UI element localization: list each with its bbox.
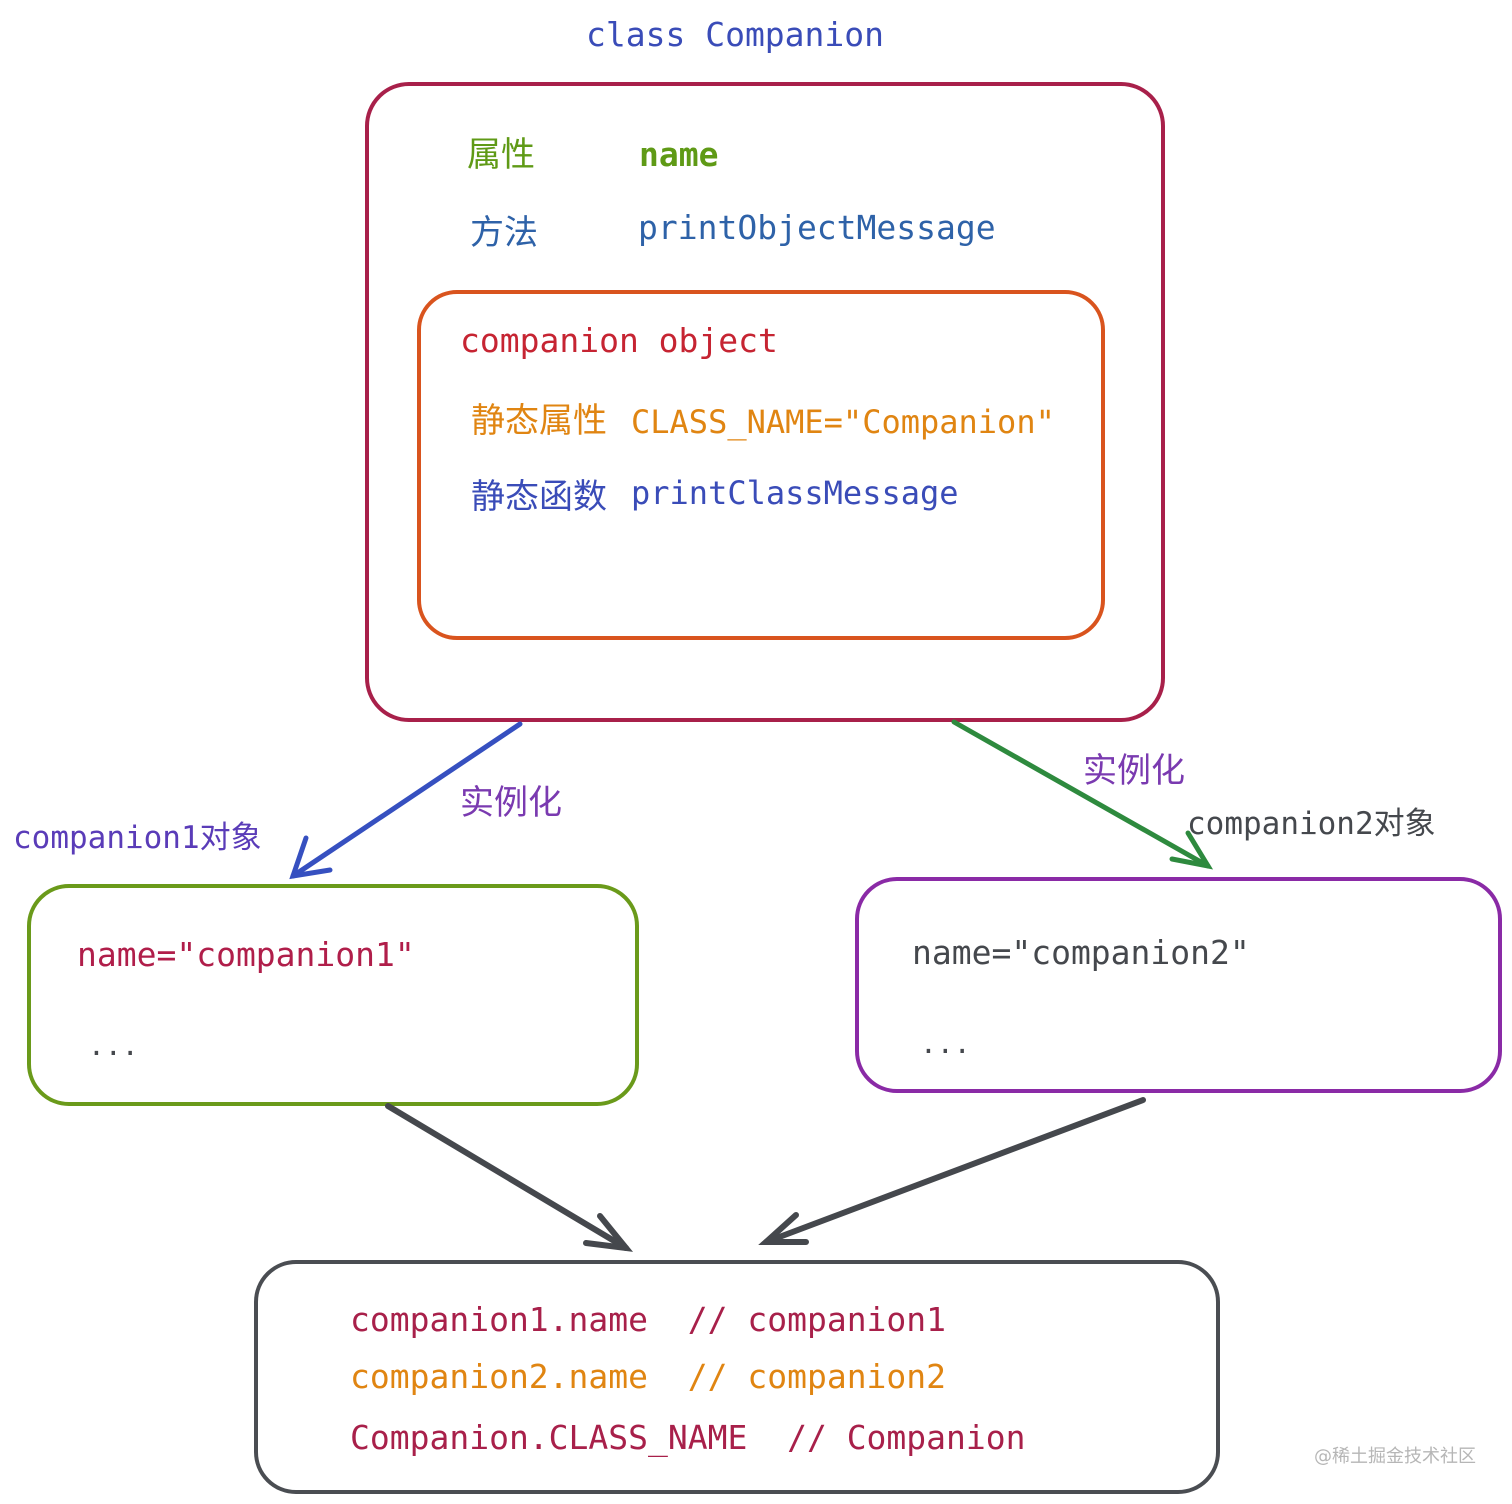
static-function-value: printClassMessage: [631, 474, 959, 512]
object1-field: name="companion1": [77, 935, 415, 974]
object2-ellipsis: ...: [920, 1027, 971, 1060]
method-value: printObjectMessage: [638, 208, 996, 247]
object1-label: companion1对象: [13, 820, 262, 856]
result-line-2: companion2.name // companion2: [350, 1357, 947, 1396]
companion-object-title: companion object: [460, 321, 778, 360]
arrow-object2-to-result: [758, 1097, 1146, 1245]
arrow-object1-to-result: [385, 1103, 634, 1252]
object1-box: [27, 884, 639, 1106]
static-function-label: 静态函数: [471, 477, 607, 517]
class-title: class Companion: [586, 15, 885, 54]
static-property-label: 静态属性: [471, 401, 607, 441]
instantiate-label-right: 实例化: [1083, 751, 1185, 791]
object2-field: name="companion2": [912, 933, 1250, 972]
result-box: [254, 1260, 1220, 1494]
instantiate-label-left: 实例化: [460, 783, 562, 823]
method-label: 方法: [470, 213, 538, 253]
object1-ellipsis: ...: [88, 1029, 139, 1062]
companion-object-box: [417, 290, 1105, 640]
watermark: @稀土掘金技术社区: [1314, 1446, 1476, 1467]
object2-label: companion2对象: [1187, 806, 1436, 842]
static-property-value: CLASS_NAME="Companion": [631, 403, 1055, 441]
arrow-to-object2: [951, 719, 1214, 870]
result-line-3: Companion.CLASS_NAME // Companion: [350, 1418, 1026, 1457]
class-box: [365, 82, 1165, 722]
property-label: 属性: [467, 135, 535, 175]
arrow-to-object1: [289, 721, 523, 880]
property-value: name: [639, 135, 719, 174]
object2-box: [855, 877, 1502, 1093]
result-line-1: companion1.name // companion1: [350, 1300, 947, 1339]
